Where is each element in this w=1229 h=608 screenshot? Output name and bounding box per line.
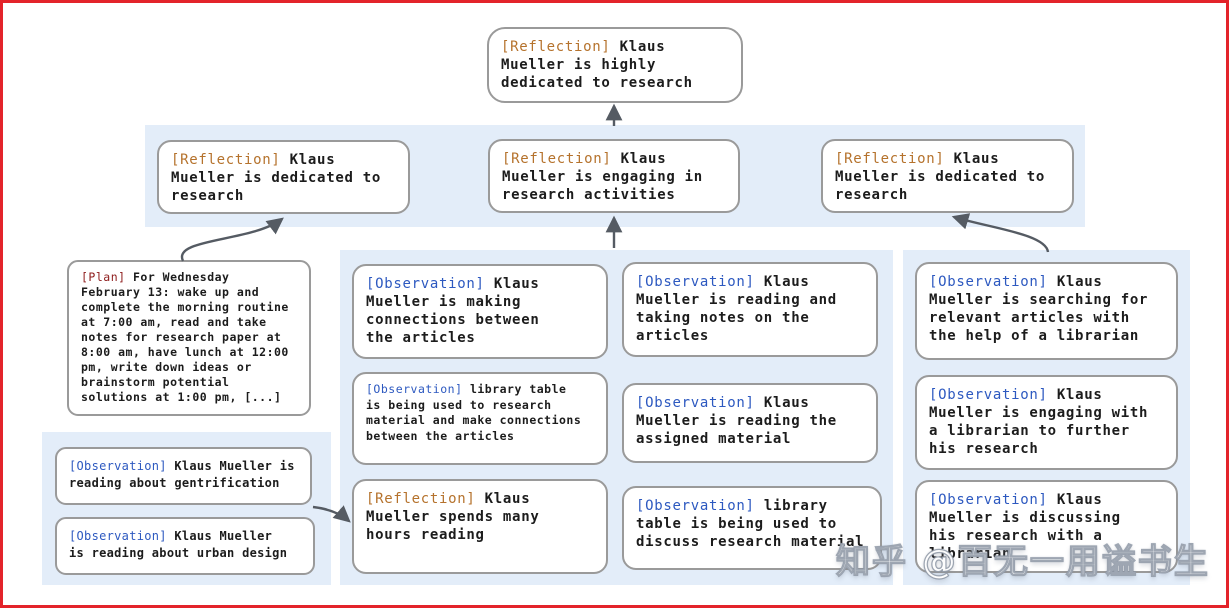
zhihu-watermark: 知乎 @百无一用谥书生 bbox=[835, 541, 1210, 582]
reflection-tag: [Reflection] bbox=[501, 39, 611, 55]
node-text: [Reflection] Klaus Mueller is dedicated … bbox=[171, 151, 396, 205]
observation-tag: [Observation] bbox=[69, 529, 167, 543]
node-observation-library-table-research: [Observation] library table is being use… bbox=[352, 372, 608, 465]
observation-tag: [Observation] bbox=[636, 274, 755, 290]
node-body: Klaus Mueller is discussing his research… bbox=[929, 492, 1121, 562]
reflection-tag: [Reflection] bbox=[366, 491, 476, 507]
observation-tag: [Observation] bbox=[636, 395, 755, 411]
node-text: [Observation] Klaus Mueller is engaging … bbox=[929, 386, 1164, 458]
node-body: Klaus Mueller is reading about gentrific… bbox=[69, 459, 295, 490]
node-body: library table is being used to discuss r… bbox=[636, 498, 865, 550]
node-text: [Observation] Klaus Mueller is searching… bbox=[929, 273, 1164, 345]
node-body: Klaus Mueller is making connections betw… bbox=[366, 276, 540, 346]
node-reflection-hours-reading: [Reflection] Klaus Mueller spends many h… bbox=[352, 479, 608, 574]
node-body: Klaus Mueller is engaging with a librari… bbox=[929, 387, 1149, 457]
node-root-reflection: [Reflection] Klaus Mueller is highly ded… bbox=[487, 27, 743, 103]
node-body: For Wednesday February 13: wake up and c… bbox=[81, 270, 289, 404]
node-reflection-middle: [Reflection] Klaus Mueller is engaging i… bbox=[488, 139, 740, 213]
reflection-tag: [Reflection] bbox=[502, 151, 612, 167]
node-body: Klaus Mueller is dedicated to research bbox=[835, 151, 1045, 203]
node-body: Klaus Mueller is engaging in research ac… bbox=[502, 151, 703, 203]
node-text: [Observation] Klaus Mueller is reading a… bbox=[69, 458, 298, 491]
node-observation-discussing-research: [Observation] Klaus Mueller is discussin… bbox=[915, 480, 1178, 573]
node-observation-engaging-librarian: [Observation] Klaus Mueller is engaging … bbox=[915, 375, 1178, 470]
node-text: [Reflection] Klaus Mueller is highly ded… bbox=[501, 38, 729, 92]
node-text: [Observation] library table is being use… bbox=[636, 497, 868, 551]
reflection-tag: [Reflection] bbox=[171, 152, 281, 168]
node-body: Klaus Mueller is reading and taking note… bbox=[636, 274, 837, 344]
node-reflection-right: [Reflection] Klaus Mueller is dedicated … bbox=[821, 139, 1074, 213]
node-text: [Observation] Klaus Mueller is discussin… bbox=[929, 491, 1164, 563]
node-observation-urban-design: [Observation] Klaus Mueller is reading a… bbox=[55, 517, 315, 575]
node-reflection-left: [Reflection] Klaus Mueller is dedicated … bbox=[157, 140, 410, 214]
node-plan: [Plan] For Wednesday February 13: wake u… bbox=[67, 260, 311, 416]
node-observation-making-connections: [Observation] Klaus Mueller is making co… bbox=[352, 264, 608, 359]
node-body: Klaus Mueller is reading about urban des… bbox=[69, 529, 288, 560]
observation-tag: [Observation] bbox=[929, 387, 1048, 403]
node-text: [Observation] library table is being use… bbox=[366, 382, 594, 444]
node-observation-library-table-discuss: [Observation] library table is being use… bbox=[622, 486, 882, 570]
node-observation-searching-articles: [Observation] Klaus Mueller is searching… bbox=[915, 262, 1178, 360]
node-text: [Reflection] Klaus Mueller spends many h… bbox=[366, 490, 594, 544]
plan-tag: [Plan] bbox=[81, 270, 126, 284]
observation-tag: [Observation] bbox=[366, 276, 485, 292]
node-text: [Reflection] Klaus Mueller is dedicated … bbox=[835, 150, 1060, 204]
node-text: [Observation] Klaus Mueller is making co… bbox=[366, 275, 594, 347]
node-observation-gentrification: [Observation] Klaus Mueller is reading a… bbox=[55, 447, 312, 505]
node-observation-reading-taking-notes: [Observation] Klaus Mueller is reading a… bbox=[622, 262, 878, 357]
node-body: Klaus Mueller spends many hours reading bbox=[366, 491, 540, 543]
node-text: [Plan] For Wednesday February 13: wake u… bbox=[81, 270, 297, 405]
node-text: [Observation] Klaus Mueller is reading t… bbox=[636, 394, 864, 448]
observation-tag: [Observation] bbox=[929, 492, 1048, 508]
observation-tag: [Observation] bbox=[636, 498, 755, 514]
node-body: Klaus Mueller is reading the assigned ma… bbox=[636, 395, 837, 447]
observation-tag: [Observation] bbox=[366, 382, 463, 396]
observation-tag: [Observation] bbox=[929, 274, 1048, 290]
node-body: Klaus Mueller is searching for relevant … bbox=[929, 274, 1149, 344]
node-body: Klaus Mueller is highly dedicated to res… bbox=[501, 39, 693, 91]
node-text: [Observation] Klaus Mueller is reading a… bbox=[636, 273, 864, 345]
node-body: library table is being used to research … bbox=[366, 382, 582, 443]
node-body: Klaus Mueller is dedicated to research bbox=[171, 152, 381, 204]
reflection-tag: [Reflection] bbox=[835, 151, 945, 167]
node-text: [Observation] Klaus Mueller is reading a… bbox=[69, 528, 301, 561]
node-text: [Reflection] Klaus Mueller is engaging i… bbox=[502, 150, 726, 204]
observation-tag: [Observation] bbox=[69, 459, 167, 473]
node-observation-reading-assigned-material: [Observation] Klaus Mueller is reading t… bbox=[622, 383, 878, 463]
